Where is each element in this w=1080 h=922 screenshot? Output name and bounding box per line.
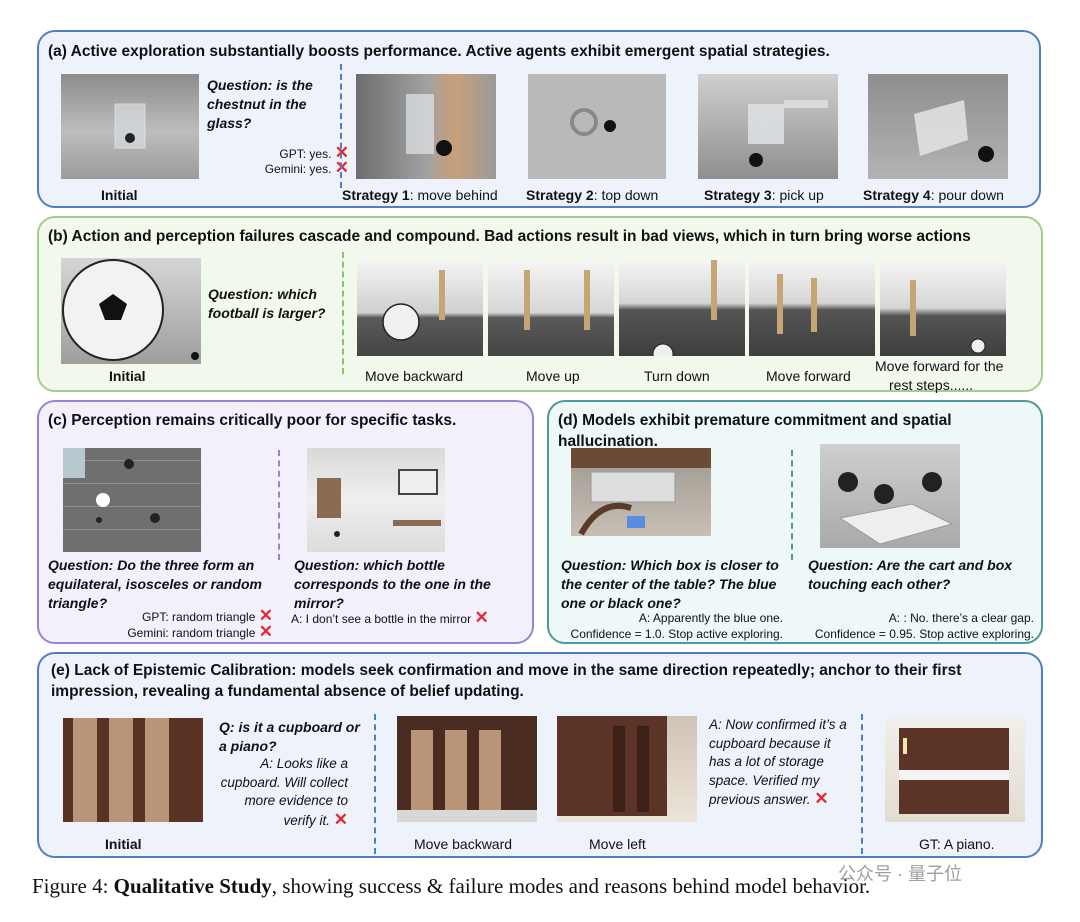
- wrong-mark-icon: ✕: [474, 608, 489, 627]
- panel-e-answer-1: A: Looks like a cupboard. Will collect m…: [220, 756, 348, 829]
- step-label-turn-down: Turn down: [644, 368, 710, 384]
- move-backward-cupboard-image: [397, 716, 537, 822]
- panel-c-title: (c) Perception remains critically poor f…: [48, 412, 457, 429]
- panel-a-question: Question: is the chestnut in the glass?: [207, 77, 313, 131]
- panel-e: (e) Lack of Epistemic Calibration: model…: [37, 652, 1043, 858]
- divider: [861, 714, 863, 854]
- move-up-image: [488, 260, 614, 356]
- triangle-tiles-image: [63, 448, 201, 552]
- cart-box-image: [820, 444, 960, 548]
- strategy-2-image: [528, 74, 666, 179]
- panel-a: (a) Active exploration substantially boo…: [37, 30, 1041, 208]
- panel-b-question: Question: which football is larger?: [208, 286, 326, 321]
- move-forward-image: [749, 260, 875, 356]
- panel-c: (c) Perception remains critically poor f…: [37, 400, 534, 644]
- move-forward-rest-image: [880, 260, 1006, 356]
- mirror-room-image: [307, 448, 445, 552]
- panel-c-gpt-answer: GPT: random triangle ✕: [142, 606, 273, 625]
- panel-a-gemini-answer: Gemini: yes. ✕: [264, 158, 349, 177]
- panel-d-question-2: Question: Are the cart and box touching …: [808, 557, 1013, 592]
- divider: [791, 450, 793, 560]
- divider: [342, 252, 344, 374]
- step-label-move-backward: Move backward: [365, 368, 464, 384]
- move-left-cupboard-image: [557, 716, 697, 822]
- wrong-mark-icon: ✕: [258, 606, 273, 625]
- panel-e-initial-label: Initial: [105, 836, 142, 852]
- panel-e-title: (e) Lack of Epistemic Calibration: model…: [51, 662, 962, 700]
- step-label-move-forward: Move forward: [766, 368, 851, 384]
- strategy-4-image: [868, 74, 1008, 179]
- panel-a-initial-label: Initial: [101, 187, 138, 203]
- panel-b: (b) Action and perception failures casca…: [37, 216, 1043, 393]
- table-boxes-image: [571, 448, 711, 536]
- wrong-mark-icon: ✕: [258, 622, 273, 641]
- strategy-1-caption: Strategy 1: move behind: [342, 187, 498, 203]
- panel-d-answer-1: A: Apparently the blue one.: [638, 611, 783, 625]
- step-label-rest-line-1: Move forward for the: [875, 358, 1004, 374]
- turn-down-image: [619, 260, 745, 356]
- strategy-2-caption: Strategy 2: top down: [526, 187, 659, 203]
- panel-e-move-backward-label: Move backward: [414, 836, 513, 852]
- panel-d-confidence-1: Confidence = 1.0. Stop active exploring.: [570, 627, 783, 641]
- piano-ground-truth-image: [885, 718, 1025, 822]
- cupboard-initial-image: [63, 718, 203, 822]
- panel-c-mirror-answer: A: I don’t see a bottle in the mirror ✕: [291, 608, 489, 627]
- divider: [340, 64, 342, 188]
- strategy-4-caption: Strategy 4: pour down: [863, 187, 1004, 203]
- panel-b-initial-label: Initial: [109, 368, 146, 384]
- panel-a-title: (a) Active exploration substantially boo…: [48, 43, 830, 60]
- figure-caption: Figure 4: Qualitative Study, showing suc…: [32, 874, 871, 898]
- panel-c-question-2: Question: which bottle corresponds to th…: [294, 557, 491, 611]
- step-label-move-up: Move up: [526, 368, 580, 384]
- panel-c-question-1: Question: Do the three form an equilater…: [48, 557, 262, 611]
- divider: [374, 714, 376, 854]
- panel-e-gt-label: GT: A piano.: [919, 836, 995, 852]
- panel-d-answer-2: A: : No. there’s a clear gap.: [888, 611, 1034, 625]
- watermark: 公众号 · 量子位: [838, 864, 962, 884]
- panel-e-question: Q: is it a cupboard or a piano?: [219, 719, 360, 754]
- strategy-3-caption: Strategy 3: pick up: [704, 187, 824, 203]
- wrong-mark-icon: ✕: [814, 789, 829, 808]
- panel-e-move-left-label: Move left: [589, 836, 646, 852]
- panel-c-gemini-answer: Gemini: random triangle ✕: [127, 622, 273, 641]
- divider: [278, 450, 280, 560]
- panel-d-confidence-2: Confidence = 0.95. Stop active exploring…: [814, 627, 1034, 641]
- glass-initial-image: [61, 74, 199, 179]
- panel-d-question-1: Question: Which box is closer to the cen…: [561, 557, 779, 611]
- strategy-3-image: [698, 74, 838, 179]
- strategy-1-image: [356, 74, 496, 179]
- panel-e-answer-2: A: Now confirmed it’s a cupboard because…: [709, 717, 847, 808]
- panel-b-title: (b) Action and perception failures casca…: [48, 228, 971, 245]
- move-backward-image: [357, 260, 483, 356]
- football-initial-image: [61, 258, 201, 364]
- wrong-mark-icon: ✕: [333, 809, 348, 829]
- panel-d: (d) Models exhibit premature commitment …: [547, 400, 1043, 644]
- panel-d-title: (d) Models exhibit premature commitment …: [558, 412, 952, 450]
- step-label-rest-line-2: rest steps......: [889, 377, 974, 393]
